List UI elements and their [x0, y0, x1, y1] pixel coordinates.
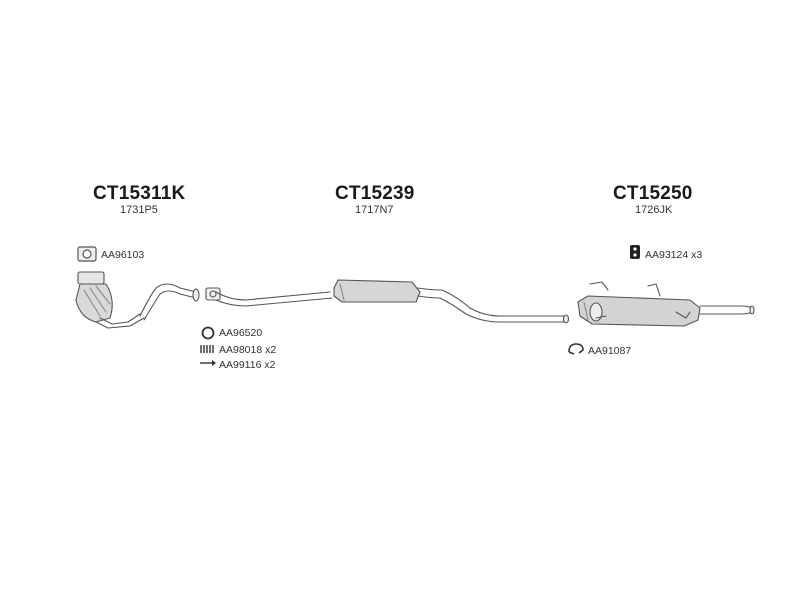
ring-gasket-icon: [201, 326, 215, 340]
ring-gasket-label: AA96520: [219, 327, 263, 339]
front-section-title: CT15311K: [93, 183, 186, 204]
rubber-mount-icon: [630, 245, 640, 259]
clamp-label: AA91087: [588, 345, 632, 357]
middle-section-code: 1717N7: [355, 204, 394, 216]
spring-icon: [200, 345, 214, 353]
catalytic-converter-part[interactable]: [75, 271, 200, 329]
middle-section-title: CT15239: [335, 183, 415, 204]
rubber-mount-label: AA93124 x3: [645, 249, 703, 261]
bolt-label: AA99116 x2: [219, 359, 276, 371]
gasket-flange-label: AA96103: [101, 249, 145, 261]
rear-section-title: CT15250: [613, 183, 693, 204]
clamp-icon: [568, 343, 584, 355]
joint-gasket-part[interactable]: [205, 287, 221, 301]
front-section-code: 1731P5: [120, 204, 158, 216]
rear-section-code: 1726JK: [635, 204, 673, 216]
bolt-icon: [200, 360, 216, 366]
spring-label: AA98018 x2: [219, 344, 277, 356]
flange-gasket-icon: [77, 246, 97, 262]
rear-muffler-part[interactable]: [577, 281, 755, 327]
middle-muffler-part[interactable]: [215, 279, 570, 324]
